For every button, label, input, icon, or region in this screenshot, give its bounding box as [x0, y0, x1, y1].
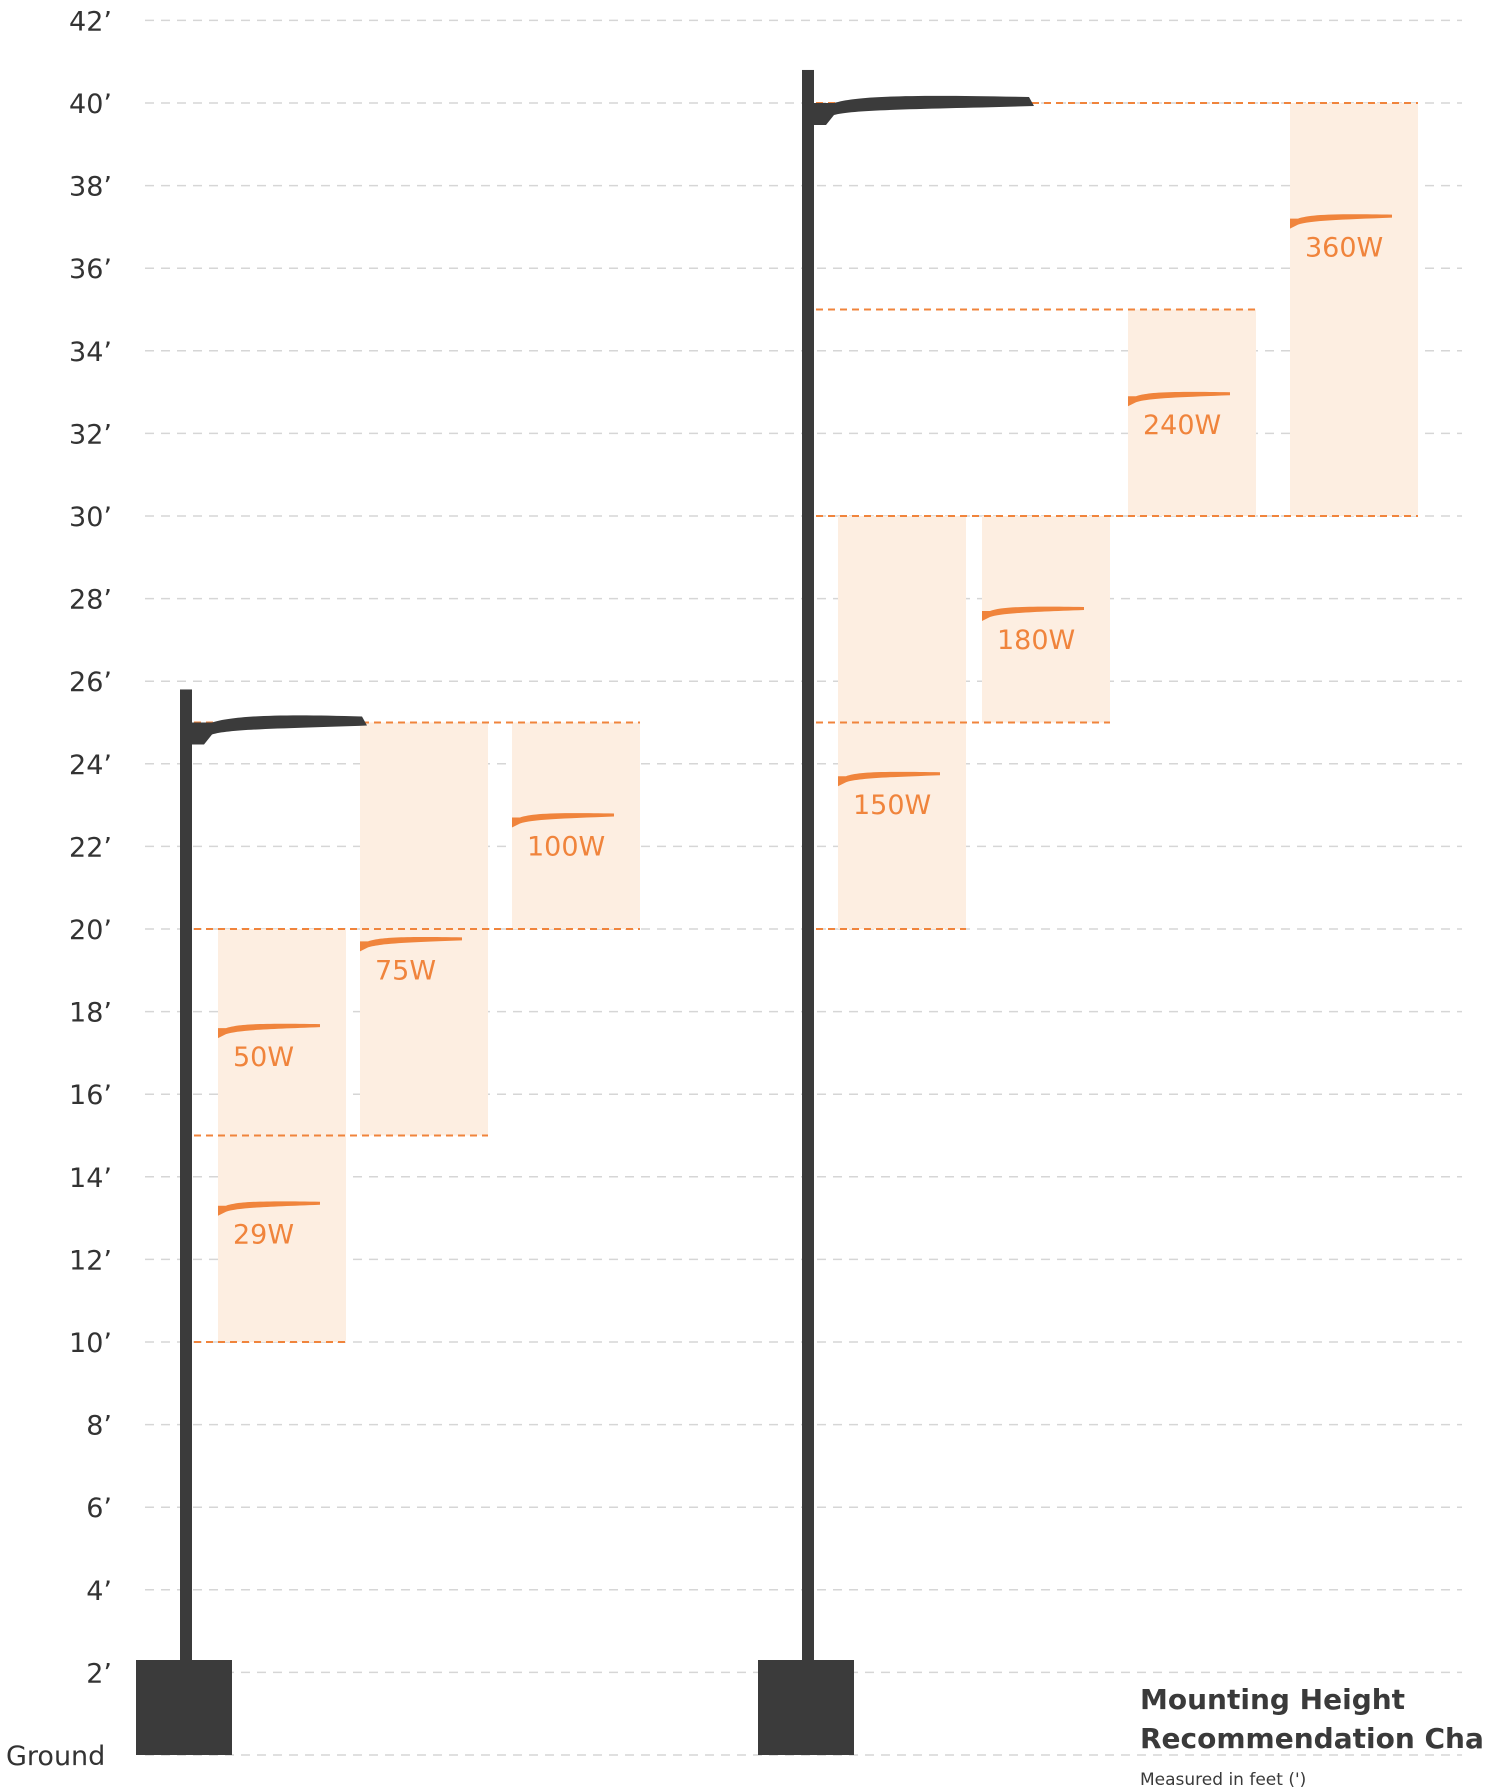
- wattage-label: 150W: [853, 790, 931, 821]
- fixture-icon: [218, 1023, 320, 1039]
- fixture-icon: [218, 1201, 320, 1216]
- fixture-icons: [218, 214, 1392, 1216]
- range-bar: [218, 929, 346, 1136]
- wattage-label: 100W: [527, 831, 605, 862]
- y-axis-labels: 42’ 40’ 38’ 36’ 34’ 32’ 30’ 28’ 26’ 24’ 22’ 20’ 18’ 1…: [6, 6, 112, 1772]
- wattage-label: 29W: [233, 1220, 294, 1251]
- chart-caption: Mounting Height Recommendation Chart Mea…: [1140, 1680, 1486, 1790]
- pole-base: [136, 1660, 232, 1755]
- y-tick-label: 34’: [69, 337, 112, 368]
- y-tick-label: 24’: [69, 750, 112, 781]
- y-tick-label: 18’: [69, 998, 112, 1029]
- y-tick-label: 32’: [69, 419, 112, 450]
- fixture-icon: [512, 813, 614, 828]
- y-tick-label: 4’: [86, 1576, 112, 1607]
- fixture-icon: [838, 771, 940, 787]
- y-tick-label: 16’: [69, 1080, 112, 1111]
- chart-title-line-1: Mounting Height: [1140, 1683, 1406, 1716]
- range-bars: [218, 103, 1418, 1342]
- fixture-icon: [1290, 214, 1392, 229]
- y-tick-label: 6’: [86, 1493, 112, 1524]
- range-bar: [512, 722, 640, 929]
- luminaire-head: [814, 95, 1034, 125]
- pole-shaft: [180, 689, 192, 1660]
- pole-shaft: [802, 69, 814, 1661]
- chart-subtitle: Measured in feet ('): [1140, 1770, 1307, 1790]
- range-bar: [1290, 103, 1418, 516]
- light-poles: [136, 69, 1034, 1755]
- range-bar: [218, 1135, 346, 1342]
- y-tick-label: 12’: [69, 1245, 112, 1276]
- pole-base: [758, 1660, 854, 1755]
- y-tick-label: 30’: [69, 502, 112, 533]
- y-tick-label: 38’: [69, 172, 112, 203]
- y-tick-label: 10’: [69, 1328, 112, 1359]
- y-tick-label: 2’: [86, 1658, 112, 1689]
- y-tick-label: 22’: [69, 832, 112, 863]
- y-tick-label: 42’: [69, 6, 112, 37]
- wattage-label: 180W: [997, 625, 1075, 656]
- y-tick-label: 36’: [69, 254, 112, 285]
- range-bar: [1128, 309, 1256, 516]
- y-tick-label: 20’: [69, 915, 112, 946]
- wattage-label: 75W: [375, 955, 436, 986]
- fixture-icon: [1128, 391, 1230, 407]
- wattage-label: 50W: [233, 1042, 294, 1073]
- y-tick-label: 40’: [69, 89, 112, 120]
- fixture-icon: [360, 937, 462, 952]
- wattage-labels: 29W 50W 75W 100W 150W 180W 240W 360W: [233, 233, 1383, 1251]
- luminaire-head: [192, 715, 367, 745]
- ground-label: Ground: [6, 1741, 105, 1772]
- range-bar: [982, 516, 1110, 723]
- y-tick-label: 14’: [69, 1163, 112, 1194]
- y-tick-label: 8’: [86, 1411, 112, 1442]
- wattage-label: 360W: [1305, 233, 1383, 264]
- wattage-label: 240W: [1143, 410, 1221, 441]
- chart-title-line-2: Recommendation Chart: [1140, 1722, 1486, 1755]
- fixture-icon: [982, 606, 1084, 621]
- y-tick-label: 28’: [69, 585, 112, 616]
- y-tick-label: 26’: [69, 667, 112, 698]
